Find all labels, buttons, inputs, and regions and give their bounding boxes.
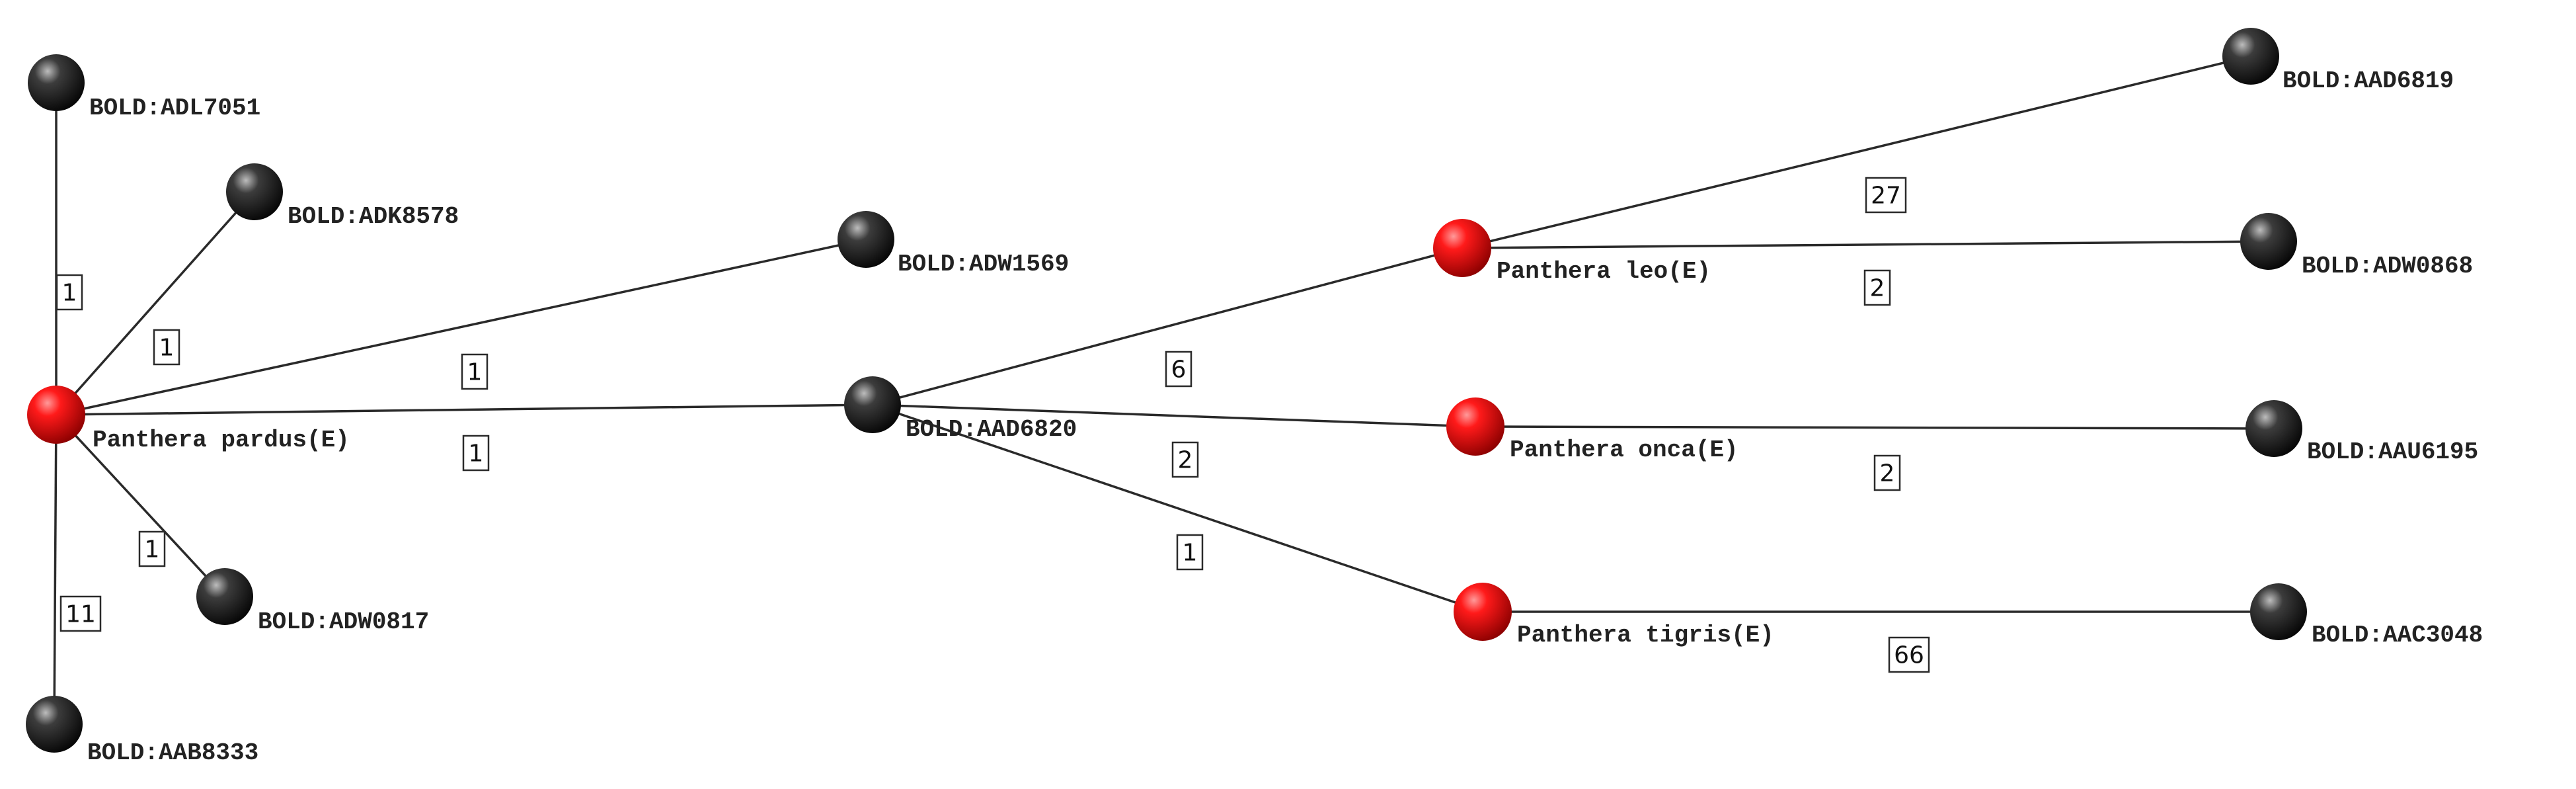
labels-layer: Panthera pardus(E) BOLD:ADL7051BOLD:ADK85… (87, 67, 2483, 767)
edge-weight-badge: 2 (1873, 454, 1901, 491)
edge-weight-badge: 1 (56, 274, 83, 311)
bin-node-aab8333[interactable] (26, 696, 83, 753)
node-label-aau6195: BOLD:AAU6195 (2307, 438, 2478, 466)
edge-leo-aad6819 (1462, 55, 2251, 249)
edge-weight-text: 2 (1178, 447, 1193, 474)
edge-weight-text: 27 (1871, 183, 1901, 210)
edge-pardus-adk8578 (55, 190, 256, 416)
node-label-tigris: Panthera tigris(E) (1517, 622, 1774, 649)
edge-aad6820-leo (872, 247, 1463, 406)
node-label-onca: Panthera onca(E) (1510, 436, 1738, 464)
edge-weight-badge: 1 (462, 435, 490, 472)
node-label-aad6820: BOLD:AAD6820 (906, 416, 1077, 443)
edge-weight-badge: 2 (1863, 269, 1891, 306)
edge-weight-badge: 6 (1165, 351, 1192, 388)
species-node-leo[interactable] (1433, 219, 1491, 277)
edge-weight-text: 1 (1183, 540, 1198, 567)
nodes-layer (26, 28, 2307, 753)
edge-weight-text: 2 (1870, 275, 1885, 302)
species-node-tigris[interactable] (1454, 583, 1512, 641)
edge-aad6820-onca (872, 403, 1476, 428)
edge-leo-adw0868 (1462, 240, 2269, 249)
bin-node-adw0868[interactable] (2240, 213, 2297, 270)
edge-weight-text: 1 (159, 335, 175, 362)
node-label-adl7051: BOLD:ADL7051 (89, 95, 260, 122)
bin-node-adw1569[interactable] (838, 211, 894, 268)
edge-weight-text: 1 (469, 440, 484, 468)
edge-weight-badge: 27 (1865, 177, 1907, 214)
bin-node-aad6820[interactable] (844, 376, 901, 433)
bin-node-aac3048[interactable] (2250, 583, 2307, 640)
species-node-pardus[interactable] (27, 386, 85, 444)
bin-node-adw0817[interactable] (196, 568, 253, 625)
edge-weight-badge: 1 (153, 329, 180, 366)
edge-weight-badge: 1 (138, 530, 166, 567)
node-label-adw1569: BOLD:ADW1569 (898, 251, 1069, 278)
edge-pardus-aab8333 (53, 414, 58, 725)
edge-pardus-adw0817 (55, 413, 226, 598)
edge-weight-text: 1 (467, 359, 483, 386)
bin-node-adk8578[interactable] (226, 163, 283, 220)
edge-weight-text: 1 (145, 536, 160, 563)
bin-node-aau6195[interactable] (2245, 400, 2302, 457)
edge-weight-text: 66 (1894, 642, 1924, 669)
node-label-aad6819: BOLD:AAD6819 (2283, 67, 2454, 95)
node-label-adk8578: BOLD:ADK8578 (288, 203, 459, 230)
edge-weight-badge: 2 (1171, 441, 1199, 478)
node-label-adw0868: BOLD:ADW0868 (2302, 253, 2473, 280)
bin-node-aad6819[interactable] (2222, 28, 2279, 85)
edge-weight-badge: 1 (461, 353, 488, 390)
edge-aad6820-tigris (872, 403, 1483, 613)
edge-pardus-aad6820 (56, 403, 873, 416)
edge-onca-aau6195 (1475, 425, 2275, 430)
edge-weight-text: 6 (1171, 356, 1187, 384)
node-label-aac3048: BOLD:AAC3048 (2312, 622, 2483, 649)
species-node-onca[interactable] (1446, 397, 1504, 456)
edge-weight-badge: 1 (1176, 534, 1204, 571)
node-label-pardus: Panthera pardus(E) (93, 427, 350, 454)
edge-weight-text: 2 (1880, 460, 1895, 487)
edge-pardus-adw1569 (56, 238, 867, 416)
node-label-adw0817: BOLD:ADW0817 (258, 608, 429, 636)
node-label-leo: Panthera leo(E) (1497, 258, 1711, 285)
bin-node-adl7051[interactable] (28, 54, 85, 111)
edge-weight-badge: 11 (59, 595, 102, 632)
edge-weight-text: 1 (62, 280, 77, 307)
edges-layer (53, 55, 2279, 725)
edge-weight-text: 11 (65, 601, 96, 628)
node-label-aab8333: BOLD:AAB8333 (87, 739, 258, 767)
edge-weight-badge: 66 (1888, 636, 1930, 673)
